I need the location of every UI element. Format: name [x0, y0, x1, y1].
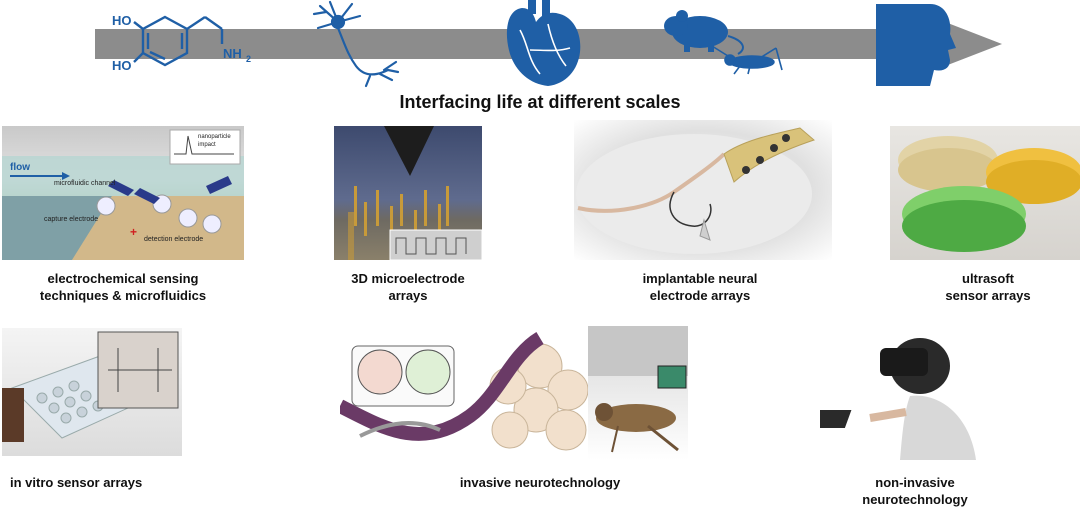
- plus-icon: +: [130, 225, 137, 239]
- caption-line: non-invasive: [875, 475, 955, 490]
- microfluidic-channel-label: microfluidic channel: [54, 180, 116, 187]
- caption-ultrasoft: ultrasoft sensor arrays: [900, 270, 1076, 304]
- scale-arrow-diagram: HO HO NH 2: [95, 0, 1002, 88]
- caption-line: invasive neurotechnology: [459, 475, 621, 490]
- capture-electrode-label: capture electrode: [44, 216, 99, 223]
- molecule-label-ho-top: HO: [112, 13, 132, 28]
- impact-label: impact: [198, 142, 216, 148]
- caption-non-invasive: non-invasive neurotechnology: [840, 474, 990, 508]
- detection-electrode-label: detection electrode: [144, 236, 204, 243]
- caption-line: electrode arrays: [649, 288, 751, 303]
- invasive-neurotech-diagram: [340, 326, 588, 460]
- flow-label: flow: [10, 162, 30, 173]
- in-vitro-sensor-image: [2, 328, 182, 456]
- caption-line: arrays: [388, 288, 428, 303]
- caption-invasive: invasive neurotechnology: [420, 474, 660, 491]
- non-invasive-neurotech-image: [820, 326, 980, 460]
- caption-line: in vitro sensor arrays: [10, 475, 143, 490]
- ultrasoft-sensor-image: [890, 126, 1080, 260]
- caption-line: ultrasoft: [962, 271, 1014, 286]
- caption-in-vitro: in vitro sensor arrays: [0, 474, 186, 491]
- molecule-label-ho-bottom: HO: [112, 58, 132, 73]
- caption-electrochemical: electrochemical sensing techniques & mic…: [0, 270, 246, 304]
- caption-line: techniques & microfluidics: [39, 288, 207, 303]
- caption-implantable: implantable neural electrode arrays: [600, 270, 800, 304]
- implantable-electrode-image: [574, 120, 832, 260]
- neuron-icon: [312, 0, 400, 88]
- grasshopper-icon: [711, 45, 783, 75]
- electrochemical-sensing-image: + flow microfluidic channel capture elec…: [2, 126, 244, 260]
- nanoparticle-label: nanoparticle: [198, 134, 231, 140]
- mouse-icon: [664, 10, 744, 55]
- caption-line: electrochemical sensing: [47, 271, 199, 286]
- caption-microelectrode: 3D microelectrode arrays: [320, 270, 496, 304]
- molecule-label-subscript: 2: [246, 54, 251, 64]
- figure-title: Interfacing life at different scales: [399, 92, 681, 112]
- human-head-icon: [876, 4, 956, 86]
- caption-line: neurotechnology: [862, 492, 968, 507]
- microelectrode-array-image: [334, 126, 482, 260]
- caption-line: implantable neural: [642, 271, 758, 286]
- nanoparticle-impact-inset: [169, 129, 241, 165]
- keyboard-icon: [820, 410, 852, 428]
- vr-headset-icon: [880, 348, 928, 376]
- caption-line: sensor arrays: [945, 288, 1031, 303]
- dopamine-molecule-icon: [133, 15, 224, 67]
- scale-arrow-head: [940, 20, 1002, 68]
- heart-icon: [506, 0, 581, 86]
- molecule-label-nh: NH: [223, 46, 242, 61]
- grasshopper-implant-image: [588, 326, 688, 460]
- caption-line: 3D microelectrode: [351, 271, 465, 286]
